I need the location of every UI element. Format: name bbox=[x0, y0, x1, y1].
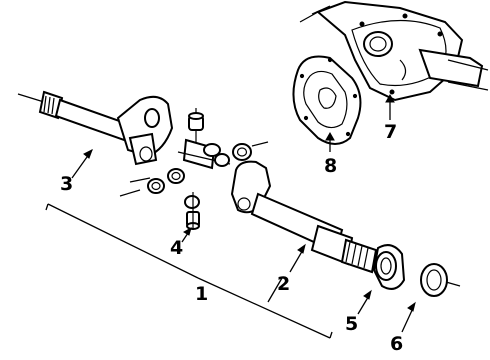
axle-seal bbox=[420, 263, 461, 297]
callout-6: 6 bbox=[390, 333, 403, 355]
leader-lines bbox=[45, 93, 416, 339]
callout-1: 1 bbox=[195, 283, 208, 305]
slinger bbox=[372, 244, 406, 290]
universal-joint bbox=[119, 108, 269, 230]
outer-axle-shaft bbox=[230, 160, 378, 274]
callout-7: 7 bbox=[384, 121, 397, 143]
callout-labels: 1 2 3 4 5 6 7 8 bbox=[60, 121, 403, 355]
callout-2: 2 bbox=[277, 273, 290, 295]
callout-4: 4 bbox=[170, 237, 183, 259]
callout-3: 3 bbox=[60, 173, 73, 195]
callout-8: 8 bbox=[324, 155, 337, 177]
callout-5: 5 bbox=[345, 313, 358, 335]
inner-axle-shaft bbox=[17, 90, 174, 166]
differential-cover bbox=[292, 55, 362, 145]
differential-housing bbox=[299, 0, 489, 102]
